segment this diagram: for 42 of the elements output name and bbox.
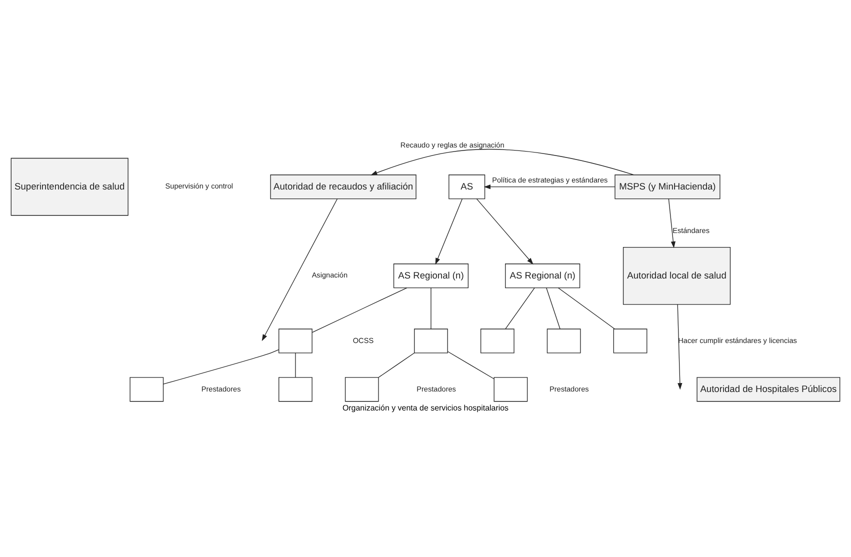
edge-label: Recaudo y reglas de asignación bbox=[400, 140, 504, 150]
node-box bbox=[278, 328, 312, 354]
node-box bbox=[344, 377, 379, 402]
node-box: Autoridad de recaudos y afiliación bbox=[270, 174, 416, 200]
label: Prestadores bbox=[416, 384, 456, 394]
edge-label: Asignación bbox=[312, 270, 348, 280]
label: OCSS bbox=[352, 336, 374, 345]
label: Supervisión y control bbox=[165, 182, 234, 191]
connector bbox=[546, 288, 560, 330]
connector bbox=[295, 352, 296, 378]
label: Prestadores bbox=[549, 384, 589, 394]
node-box bbox=[546, 328, 581, 354]
arrow bbox=[668, 198, 676, 248]
node-box bbox=[278, 377, 312, 402]
node-box bbox=[494, 377, 528, 402]
arrow bbox=[484, 184, 616, 190]
arrow bbox=[262, 198, 338, 342]
connector bbox=[312, 288, 408, 333]
arrow bbox=[370, 149, 634, 176]
node-box: AS Regional (n) bbox=[393, 264, 469, 288]
arrow bbox=[677, 304, 682, 390]
edge-label: Estándares bbox=[672, 226, 710, 236]
node-box: AS Regional (n) bbox=[505, 264, 580, 288]
connector bbox=[505, 288, 535, 330]
node-box: Autoridad de Hospitales Públicos bbox=[696, 377, 840, 402]
arrow bbox=[476, 198, 534, 264]
connector bbox=[378, 352, 415, 378]
label: Prestadores bbox=[201, 384, 241, 394]
connector bbox=[430, 288, 432, 330]
edge-label: Política de estrategias y estándares bbox=[492, 176, 608, 185]
node-box: MSPS (y MinHacienda) bbox=[614, 174, 720, 200]
node-box bbox=[480, 328, 514, 354]
arrow bbox=[435, 198, 462, 265]
connector bbox=[558, 288, 616, 330]
node-box: AS bbox=[448, 174, 486, 200]
node-box bbox=[613, 328, 648, 354]
node-box: Superintendencia de salud bbox=[10, 158, 128, 216]
node-box bbox=[130, 377, 164, 402]
connector bbox=[447, 351, 494, 380]
node-box: Autoridad local de salud bbox=[622, 246, 731, 305]
node-box bbox=[414, 328, 448, 354]
connector bbox=[163, 349, 279, 384]
